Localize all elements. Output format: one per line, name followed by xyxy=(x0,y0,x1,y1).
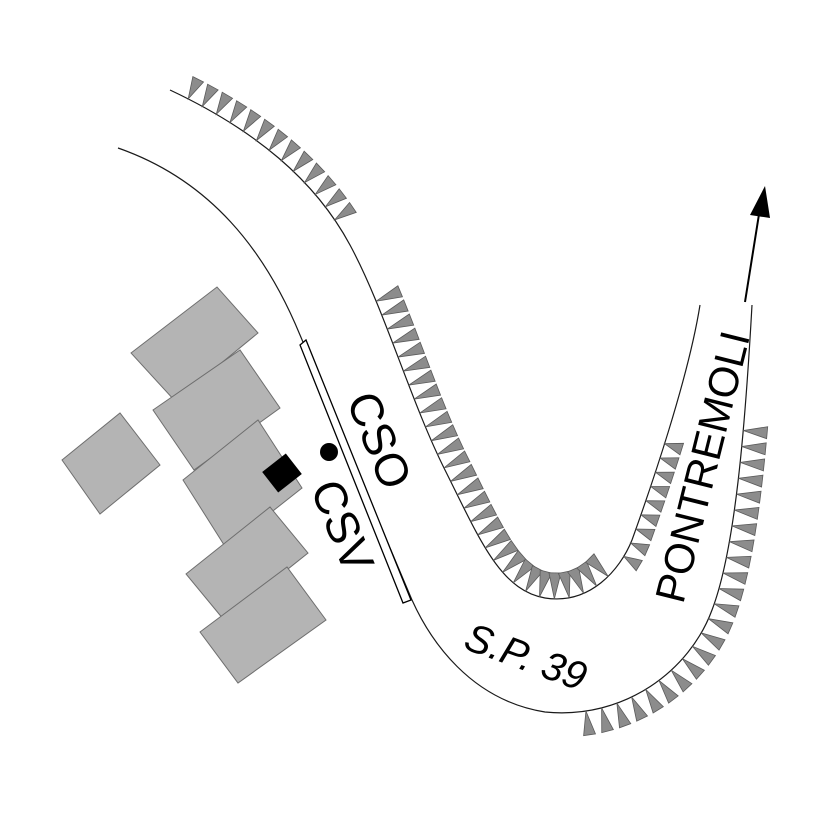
buildings xyxy=(61,286,327,684)
hachure-tooth xyxy=(425,410,453,428)
road-edge-east xyxy=(169,89,701,600)
hachure-tooth xyxy=(443,450,471,469)
hachure-tooth xyxy=(387,313,415,330)
hachure-tooth xyxy=(381,299,409,316)
hachure-tooth xyxy=(419,397,447,414)
hachure-tooth xyxy=(280,139,302,162)
gauge-bar xyxy=(299,338,412,604)
hachure-tooth xyxy=(201,83,219,108)
hachure-tooth xyxy=(682,658,706,680)
hachure-tooth xyxy=(557,570,571,598)
hachure-tooth xyxy=(734,506,760,520)
hachure-tooth xyxy=(583,710,597,737)
hachure-tooth xyxy=(644,500,666,513)
hachure-tooth xyxy=(375,285,404,302)
hachure-tooth xyxy=(731,523,758,537)
hachure-tooth xyxy=(663,442,685,456)
hachure-tooth xyxy=(431,424,459,442)
hachure-tooth xyxy=(601,707,614,734)
hachure-tooth xyxy=(736,490,762,504)
hachure-tooth xyxy=(525,564,544,592)
hachure-tooth xyxy=(268,128,289,152)
hachure-tooth xyxy=(470,503,498,522)
hachure-tooth xyxy=(292,150,314,173)
hachure-tooth xyxy=(654,471,675,485)
hachure-tooth xyxy=(484,528,512,549)
hachure-tooth xyxy=(631,696,649,722)
hachure-tooth xyxy=(722,572,749,585)
hachure-tooth xyxy=(457,477,484,496)
arrow-up-right-icon xyxy=(744,186,770,303)
hachure-tooth xyxy=(187,75,205,101)
hachure-tooth xyxy=(639,514,661,528)
hachure-tooth xyxy=(397,341,426,358)
hachure-tooth xyxy=(502,549,527,573)
hachure-tooth xyxy=(303,162,326,184)
road xyxy=(117,89,753,714)
building xyxy=(61,412,161,515)
road-edge-west xyxy=(117,147,753,714)
hachure-tooth xyxy=(392,327,420,344)
hachure-tooth xyxy=(403,355,431,372)
building xyxy=(182,419,303,549)
hachure-tooth xyxy=(743,426,769,440)
embankment-hachures xyxy=(187,75,769,737)
hachure-tooth xyxy=(658,457,680,470)
hachure-tooth xyxy=(726,555,752,569)
hachure-tooth xyxy=(450,463,478,482)
hachure-tooth xyxy=(718,588,745,602)
building xyxy=(130,286,259,402)
hachure-tooth xyxy=(649,486,671,499)
hachure-tooth xyxy=(634,528,656,542)
hachure-tooth xyxy=(584,553,609,577)
hachure-tooth xyxy=(324,188,348,208)
gauge-strip xyxy=(299,338,412,604)
gauge-housing xyxy=(262,453,302,493)
hachure-tooth xyxy=(215,91,234,116)
hachure-tooth xyxy=(700,632,726,651)
hachure-tooth xyxy=(576,560,598,587)
hachure-tooth xyxy=(512,558,536,584)
hachure-tooth xyxy=(493,539,519,561)
hachure-tooth xyxy=(714,603,740,618)
hachure-tooth xyxy=(616,702,632,729)
hachure-tooth xyxy=(670,669,693,693)
hachure-tooth xyxy=(548,572,562,599)
building xyxy=(185,506,309,621)
station-marker xyxy=(320,443,338,461)
hachure-tooth xyxy=(437,437,465,455)
hachure-tooth xyxy=(629,542,651,557)
hachure-tooth xyxy=(255,118,275,142)
hachure-tooth xyxy=(477,516,505,536)
hachure-tooth xyxy=(658,680,679,704)
hachure-tooth xyxy=(242,109,262,133)
hachure-tooth xyxy=(314,174,337,196)
hachure-tooth xyxy=(413,383,442,400)
hachure-tooth xyxy=(645,689,664,714)
building xyxy=(199,566,327,684)
hachure-tooth xyxy=(740,458,766,472)
hachure-tooth xyxy=(229,100,248,124)
hachure-tooth xyxy=(708,618,734,635)
hachure-tooth xyxy=(333,201,357,221)
building xyxy=(152,349,281,471)
hachure-tooth xyxy=(729,539,755,553)
hachure-tooth xyxy=(408,369,436,386)
hachure-tooth xyxy=(463,490,491,509)
hachure-tooth xyxy=(539,569,553,597)
hachure-tooth xyxy=(738,474,764,488)
hachure-tooth xyxy=(622,555,643,572)
hachure-tooth xyxy=(741,442,767,456)
label-road: S.P. 39 xyxy=(459,615,592,699)
hachure-tooth xyxy=(567,566,584,594)
hachure-tooth xyxy=(692,645,717,666)
